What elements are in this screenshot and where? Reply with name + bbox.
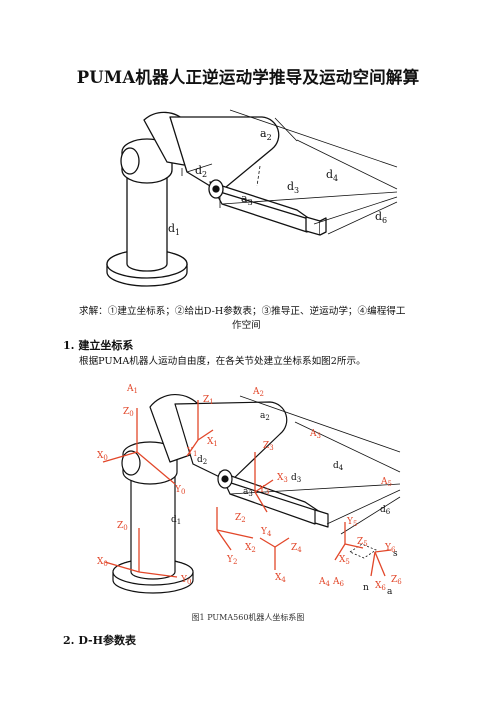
svg-text:Y6: Y6: [384, 543, 396, 554]
svg-text:a2: a2: [260, 411, 270, 422]
section-1-heading: 1. 建立坐标系: [63, 339, 134, 352]
svg-text:d3: d3: [291, 473, 301, 484]
svg-text:d6: d6: [375, 210, 387, 225]
figure-puma-frames: a2 d2 d3 a3 d4 d1 d6 s n a A1 A2 A3 A4 A…: [97, 384, 402, 597]
section-2-heading: 2. D-H参数表: [63, 634, 137, 647]
svg-text:d1: d1: [168, 222, 180, 237]
svg-text:Y3: Y3: [258, 485, 269, 496]
svg-text:n: n: [363, 583, 369, 593]
svg-text:A1: A1: [126, 384, 138, 395]
svg-text:a: a: [387, 587, 393, 597]
svg-text:Z1: Z1: [203, 395, 214, 406]
svg-text:Y1: Y1: [186, 447, 197, 458]
svg-text:Z3: Z3: [263, 441, 274, 452]
svg-text:d3: d3: [287, 180, 299, 195]
svg-text:A4: A4: [318, 577, 331, 588]
svg-text:Z5: Z5: [357, 537, 368, 548]
svg-text:d1: d1: [171, 515, 181, 526]
svg-text:X2: X2: [245, 543, 256, 554]
svg-text:d6: d6: [380, 505, 391, 516]
svg-text:d2: d2: [195, 164, 207, 179]
svg-text:Y0: Y0: [180, 575, 191, 586]
figure-caption: 图1 PUMA560机器人坐标系图: [191, 613, 305, 622]
svg-text:Z0: Z0: [117, 521, 128, 532]
svg-text:X4: X4: [275, 573, 286, 584]
figure-puma-robot: a2 d2 d3 a3 d4 d1 d6: [106, 109, 398, 287]
section-1-text: 根据PUMA机器人运动自由度，在各关节处建立坐标系如图2所示。: [79, 356, 366, 367]
svg-text:Z2: Z2: [235, 513, 246, 524]
svg-text:X0: X0: [97, 557, 108, 568]
svg-text:d4: d4: [333, 461, 344, 472]
svg-text:X1: X1: [207, 437, 218, 448]
wrist: [305, 216, 321, 236]
svg-text:a3: a3: [241, 192, 253, 207]
svg-text:X0: X0: [97, 451, 108, 462]
intro-line-1: 求解：①建立坐标系；②给出D-H参数表；③推导正、逆运动学；④编程得工: [79, 306, 406, 317]
svg-text:Y2: Y2: [226, 555, 237, 566]
svg-text:Z0: Z0: [123, 407, 134, 418]
svg-text:a2: a2: [260, 127, 272, 142]
svg-text:Y4: Y4: [260, 527, 272, 538]
svg-text:Z6: Z6: [391, 575, 402, 586]
svg-text:Z4: Z4: [291, 543, 302, 554]
svg-text:A3: A3: [309, 429, 321, 440]
page-title: PUMA机器人正逆运动学推导及运动空间解算: [76, 68, 420, 87]
column: [126, 161, 168, 272]
svg-text:Y0: Y0: [174, 485, 185, 496]
svg-text:A5: A5: [380, 477, 392, 488]
svg-text:d2: d2: [197, 455, 207, 466]
svg-text:a3: a3: [243, 487, 253, 498]
svg-text:s: s: [393, 549, 398, 559]
svg-text:d4: d4: [326, 168, 338, 183]
svg-text:Y5: Y5: [346, 517, 357, 528]
svg-text:X6: X6: [375, 581, 386, 592]
svg-text:X3: X3: [277, 473, 288, 484]
upper-arm: [169, 116, 280, 193]
svg-text:X5: X5: [339, 555, 350, 566]
svg-text:A6: A6: [332, 577, 345, 588]
svg-text:A2: A2: [252, 387, 264, 398]
intro-line-2: 作空间: [232, 320, 261, 331]
